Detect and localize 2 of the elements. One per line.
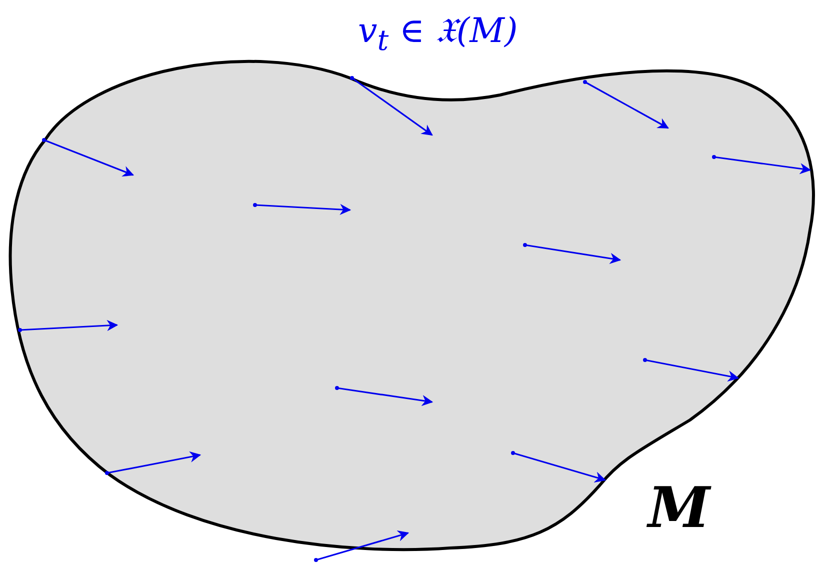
manifold-label: M bbox=[648, 480, 710, 536]
vector-field-label: v$_{t}$ ∈ 𝔛(M) bbox=[358, 14, 518, 56]
